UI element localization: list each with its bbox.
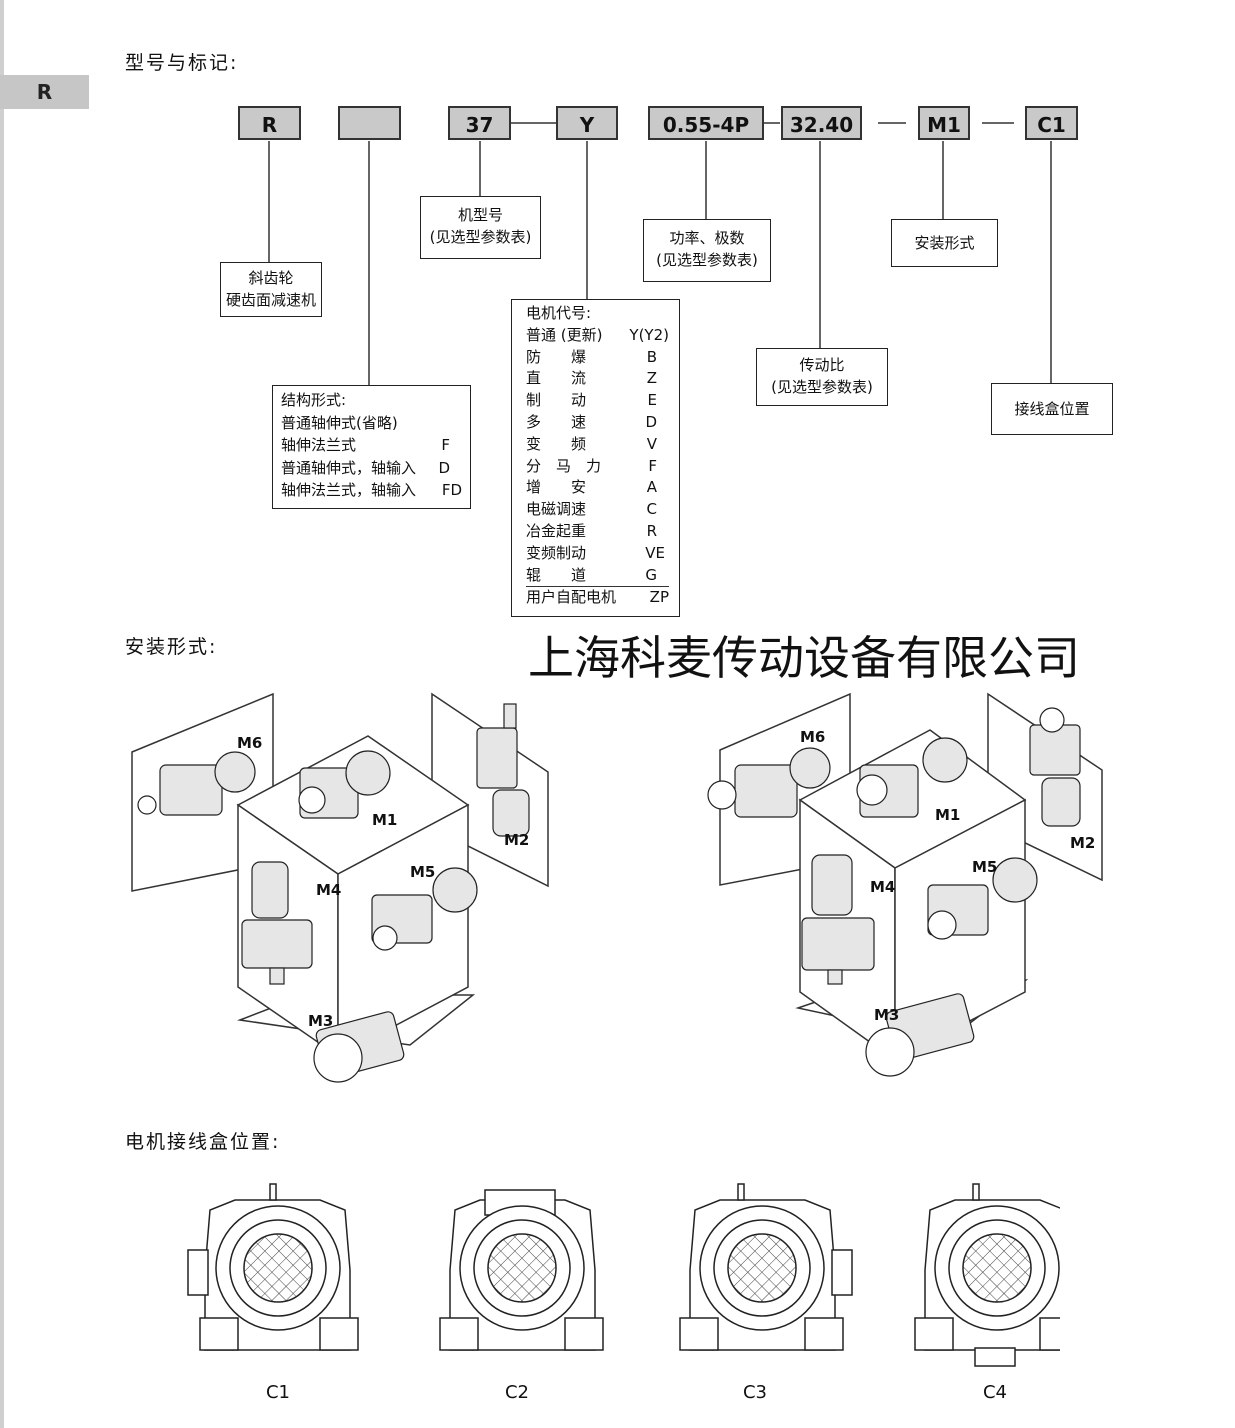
terminal-caption: C4 [983,1382,1007,1403]
terminal-view-c1 [187,1183,359,1351]
terminal-label: 接线盒位置 [991,383,1113,435]
mount-label: M3 [874,1006,899,1024]
gear-line-2: 硬齿面减速机 [225,291,316,309]
terminal-caption: C2 [505,1382,529,1403]
mount-label: M2 [504,831,529,849]
code-box-type: R [238,106,301,140]
terminal-title: 电机接线盒位置: [125,1131,281,1153]
mount-label: M6 [800,728,825,746]
gear-type-label: 斜齿轮 硬齿面减速机 [220,262,322,317]
mounting-diagram-left: M6 M1 M2 M4 M5 M3 [131,692,549,1083]
mount-label: M5 [410,863,435,881]
code-box-motor: Y [556,106,618,140]
power-line-1: 功率、极数 [669,229,745,247]
mount-label: M6 [237,734,262,752]
mount-label: M4 [870,878,895,896]
company-name: 上海科麦传动设备有限公司 [528,631,1080,685]
structure-row: 普通轴伸式(省略) [281,413,398,432]
mounting-label: 安装形式 [891,219,998,267]
motor-code-row: 普通 (更新)Y(Y2) [526,325,669,344]
designation-connectors [268,122,1052,385]
code-box-frame-size: 37 [448,106,511,140]
ratio-line-1: 传动比 [799,356,845,374]
mount-label: M2 [1070,834,1095,852]
left-margin-rule [0,0,4,1428]
ratio-line-2: (见选型参数表) [771,378,873,396]
code-box-power: 0.55-4P [648,106,764,140]
mounting-diagram-right: M6 M1 M2 M4 M5 M3 [707,692,1103,1077]
gear-line-1: 斜齿轮 [248,269,294,287]
ratio-label: 传动比 (见选型参数表) [756,348,888,406]
mount-label: M5 [972,858,997,876]
mounting-title: 安装形式: [125,636,218,658]
gear-motor-shapes [707,707,1081,1077]
frame-line-2: (见选型参数表) [429,228,532,246]
mount-label: M3 [308,1012,333,1030]
terminal-box-diagrams: C1 C2 C3 C4 [187,1183,1060,1403]
code-box-terminal: C1 [1025,106,1078,140]
mount-label: M4 [316,881,341,899]
frame-size-label: 机型号 (见选型参数表) [420,196,541,259]
mount-label: M1 [935,806,960,824]
frame-line-1: 机型号 [457,206,503,224]
power-line-2: (见选型参数表) [656,251,758,269]
code-box-ratio: 32.40 [781,106,862,140]
mount-label: M1 [372,811,397,829]
motor-code-title: 电机代号: [526,304,592,322]
section-tab: R [0,75,89,109]
structure-title: 结构形式: [281,391,347,409]
terminal-view-c3 [679,1183,853,1351]
terminal-view-c4 [914,1183,1060,1367]
designation-title: 型号与标记: [125,52,239,74]
terminal-caption: C1 [266,1382,290,1403]
terminal-view-c2 [439,1189,604,1351]
code-box-mounting: M1 [918,106,970,140]
terminal-caption: C3 [743,1382,767,1403]
code-box-structure [338,106,401,140]
power-label: 功率、极数 (见选型参数表) [643,219,771,282]
gear-motor-shapes [137,703,530,1083]
